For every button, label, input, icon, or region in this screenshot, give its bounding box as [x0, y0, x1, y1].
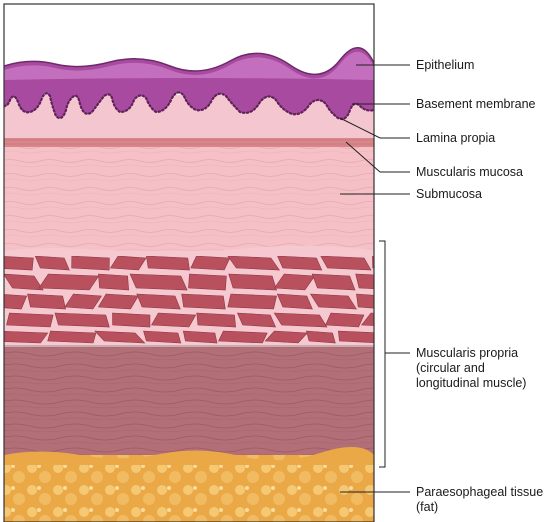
label-muscularis-mucosa: Muscularis mucosa — [416, 165, 523, 179]
label-muscularis-propria-3: longitudinal muscle) — [416, 376, 526, 390]
circular-muscle-bundle — [129, 273, 188, 291]
circular-muscle-bundle — [4, 273, 44, 291]
circular-muscle-bundle — [264, 330, 308, 344]
circular-muscle-bundle — [54, 312, 110, 328]
circular-muscle-bundle — [372, 255, 374, 269]
label-paraesophageal-1: Paraesophageal tissue — [416, 485, 543, 499]
circular-muscle-bundle — [228, 273, 277, 291]
circular-muscle-bundle — [4, 330, 49, 344]
circular-muscle-bundle — [320, 255, 372, 271]
circular-muscle-bundle — [356, 293, 374, 309]
circular-muscle-bundle — [360, 312, 374, 326]
circular-muscle-bundle — [273, 312, 328, 328]
circular-muscle-bundle — [4, 256, 34, 271]
circular-muscle-bundle — [136, 293, 181, 310]
circular-muscle-bundle — [97, 293, 139, 310]
circular-muscle-bundle — [337, 330, 374, 343]
label-epithelium: Epithelium — [416, 58, 474, 72]
circular-muscle-bundle — [196, 312, 237, 328]
circular-muscle-bundle — [71, 255, 110, 271]
label-lamina-propria: Lamina propia — [416, 131, 495, 145]
label-submucosa: Submucosa — [416, 187, 482, 201]
circular-muscle-bundle — [188, 273, 227, 291]
circular-muscle-bundle — [64, 293, 103, 310]
circular-muscle-bundle — [182, 330, 218, 344]
circular-muscle-bundle — [27, 293, 67, 310]
circular-muscle-bundle — [94, 330, 146, 344]
label-muscularis-propria-2: (circular and — [416, 361, 485, 375]
circular-muscle-bundle — [227, 255, 280, 271]
label-basement-membrane: Basement membrane — [416, 97, 536, 111]
circular-muscle-bundle — [355, 273, 374, 290]
circular-muscle-bundle — [273, 273, 316, 291]
circular-muscle-bundle — [146, 255, 190, 271]
muscularis-mucosa-band — [4, 137, 374, 147]
circular-muscle-bundle — [38, 273, 100, 291]
circular-muscle-bundle — [190, 255, 231, 271]
circular-muscle-bundle — [151, 312, 197, 328]
circular-muscle-bundle — [47, 330, 97, 344]
circular-muscle-bundle — [277, 255, 323, 271]
circular-muscle-bundle — [305, 330, 336, 344]
circular-muscle-bundle — [227, 293, 277, 310]
circular-muscle-bundle — [6, 312, 54, 328]
circular-muscle-bundle — [34, 255, 70, 271]
circular-muscle-bundle — [309, 293, 357, 310]
circular-muscle-bundles — [4, 255, 374, 344]
label-paraesophageal-2: (fat) — [416, 500, 438, 514]
circular-muscle-bundle — [112, 312, 151, 328]
circular-muscle-bundle — [4, 294, 28, 310]
circular-muscle-bundle — [218, 330, 268, 344]
circular-muscle-bundle — [143, 330, 182, 344]
circular-muscle-bundle — [236, 312, 277, 328]
circular-muscle-bundle — [325, 312, 365, 328]
circular-muscle-bundle — [181, 293, 226, 310]
circular-muscle-bundle — [98, 273, 130, 291]
circular-muscle-bundle — [311, 273, 356, 291]
circular-muscle-bundle — [276, 293, 313, 310]
leader-lines — [339, 64, 410, 493]
label-muscularis-propria-1: Muscularis propria — [416, 346, 518, 360]
circular-muscle-bundle — [109, 255, 147, 271]
diagram-panel-border — [3, 3, 375, 522]
